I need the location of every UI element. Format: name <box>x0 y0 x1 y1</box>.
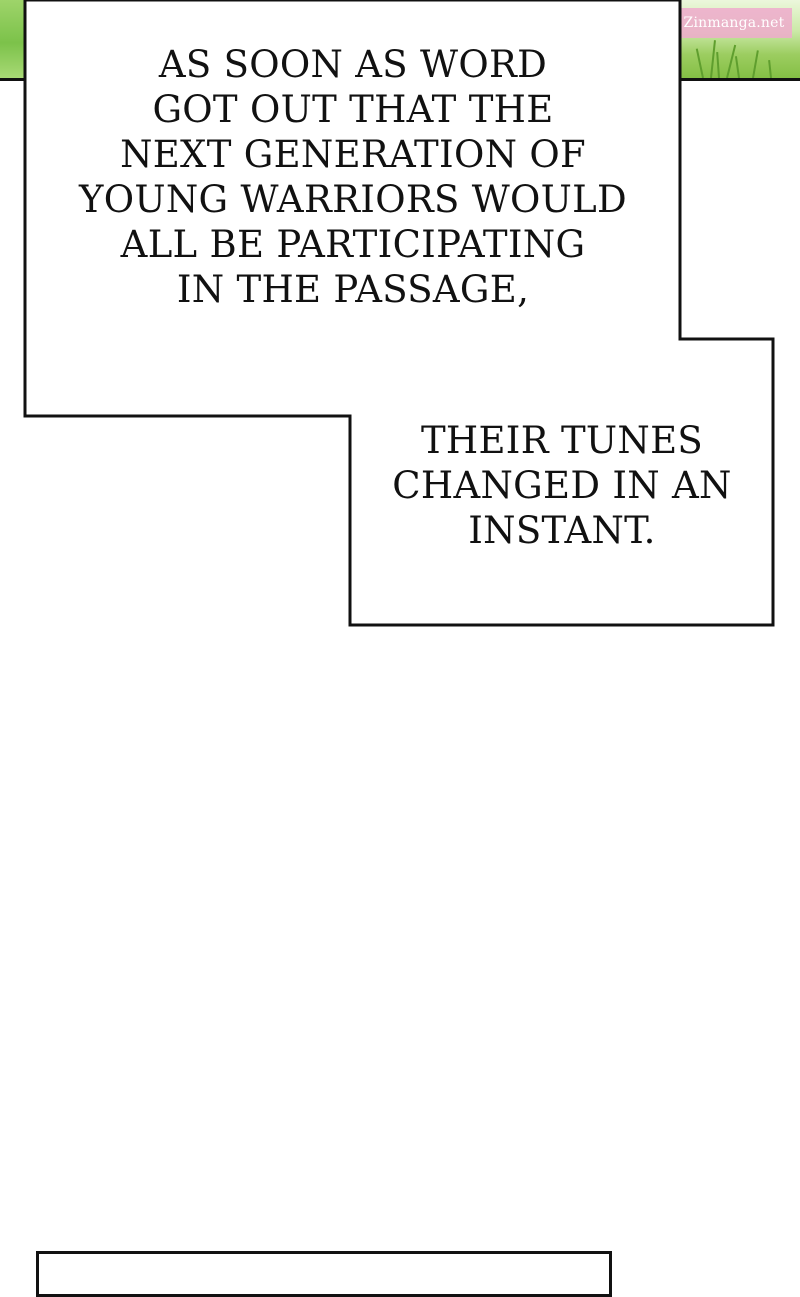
caption-line: NEXT GENERATION OF <box>120 133 586 176</box>
caption-line: CHANGED IN AN <box>392 464 732 507</box>
next-caption-box <box>36 1251 612 1297</box>
caption-line: GOT OUT THAT THE <box>152 88 554 131</box>
caption-line: YOUNG WARRIORS WOULD <box>79 178 627 221</box>
caption-line: INSTANT. <box>468 509 656 552</box>
caption-line: IN THE PASSAGE, <box>176 268 530 311</box>
watermark-label: Zinmanga.net <box>676 8 792 38</box>
caption-line: AS SOON AS WORD <box>158 43 548 86</box>
caption-line: ALL BE PARTICIPATING <box>120 223 586 266</box>
scene-art-left-strip <box>0 0 26 81</box>
caption-first: AS SOON AS WORD GOT OUT THAT THE NEXT GE… <box>30 42 676 312</box>
caption-box-shape <box>23 0 775 627</box>
caption-line: THEIR TUNES <box>420 419 704 462</box>
caption-second: THEIR TUNES CHANGED IN AN INSTANT. <box>354 418 770 553</box>
